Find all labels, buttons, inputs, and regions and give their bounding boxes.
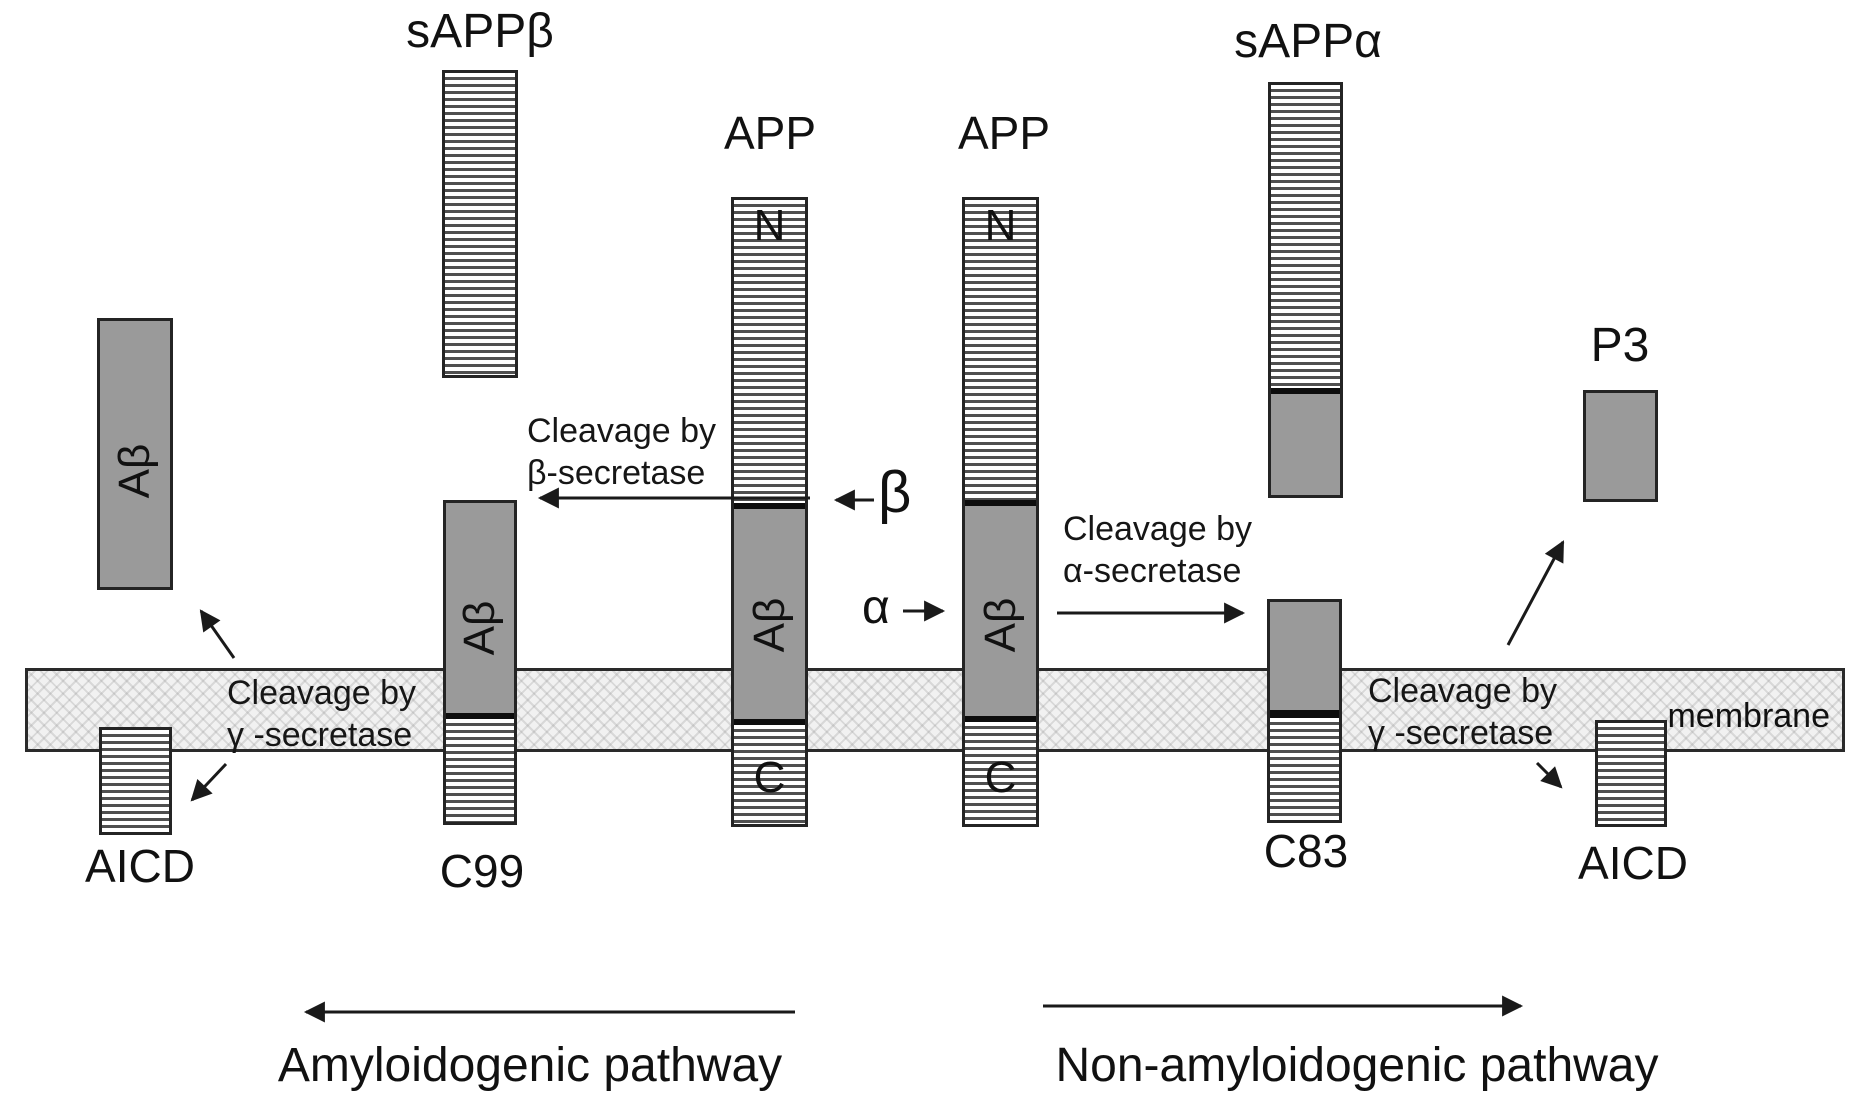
c99-striped-segment xyxy=(446,719,514,822)
abeta-free-bar: Aβ xyxy=(97,318,173,590)
aicd-left-bar xyxy=(99,727,172,835)
app-right-c-segment xyxy=(965,722,1036,824)
app-left-gamma-site-line xyxy=(734,719,805,725)
membrane-label: membrane xyxy=(1667,697,1830,735)
beta-cleavage-line2: β-secretase xyxy=(527,454,706,492)
membrane-band: membrane xyxy=(25,668,1845,752)
aicd-left-striped-segment xyxy=(102,730,169,832)
app-right-abeta-segment xyxy=(965,506,1036,716)
aicd-right-bar xyxy=(1595,720,1667,827)
gamma-cleavage-right-annotation: Cleavage by γ -secretase xyxy=(1368,670,1557,754)
gamma-left-line1: Cleavage by xyxy=(227,674,417,712)
c83-striped-segment xyxy=(1270,718,1339,820)
sappa-label: sAPPα xyxy=(1234,15,1382,68)
p3-label: P3 xyxy=(1590,319,1650,372)
alpha-cleavage-line2: α-secretase xyxy=(1063,552,1242,590)
sappb-label: sAPPβ xyxy=(406,5,554,58)
gamma-right-line2: γ -secretase xyxy=(1368,714,1554,752)
alpha-site-label: α xyxy=(862,581,890,634)
aicd-left-label: AICD xyxy=(85,840,195,892)
gamma-to-p3-arrow xyxy=(1506,540,1565,646)
app-right-c-label: C xyxy=(984,753,1017,802)
app-left-bar: N Aβ C xyxy=(731,197,808,827)
app-right-beta-site-line xyxy=(965,500,1036,506)
app-left-beta-site-line xyxy=(734,503,805,509)
gamma-right-line1: Cleavage by xyxy=(1368,672,1558,710)
c83-bar xyxy=(1267,599,1342,823)
app-left-n-segment xyxy=(734,200,805,503)
sappa-striped-segment xyxy=(1271,85,1340,388)
app-left-label: APP xyxy=(723,107,817,159)
c83-gamma-site-line xyxy=(1270,710,1339,718)
beta-site-label: β xyxy=(878,460,912,525)
app-left-n-label: N xyxy=(753,201,786,250)
app-left-c-label: C xyxy=(753,753,786,802)
c83-gray-segment xyxy=(1270,602,1339,710)
sappb-bar xyxy=(442,70,518,378)
c99-abeta-segment xyxy=(446,503,514,713)
beta-cleavage-line1: Cleavage by xyxy=(527,412,717,450)
app-right-label: APP xyxy=(957,107,1051,159)
gamma-to-abeta-arrow xyxy=(199,609,236,659)
beta-cleavage-annotation: Cleavage by β-secretase xyxy=(527,410,716,494)
c99-bar: Aβ xyxy=(443,500,517,825)
sappa-gray-segment xyxy=(1271,394,1340,495)
app-right-n-label: N xyxy=(984,201,1017,250)
app-left-c-segment xyxy=(734,725,805,824)
app-right-gamma-site-line xyxy=(965,716,1036,722)
aicd-right-label: AICD xyxy=(1578,837,1688,889)
gamma-to-aicd-left-arrow xyxy=(190,762,228,802)
amyloidogenic-pathway-label: Amyloidogenic pathway xyxy=(277,1039,783,1092)
aicd-right-striped-segment xyxy=(1598,723,1664,824)
gamma-to-aicd-right-arrow xyxy=(1535,761,1563,789)
p3-gray-segment xyxy=(1586,393,1655,499)
c99-label: C99 xyxy=(439,845,525,897)
gamma-left-line2: γ -secretase xyxy=(227,716,413,754)
alpha-cleavage-annotation: Cleavage by α-secretase xyxy=(1063,508,1252,592)
non-amyloidogenic-pathway-label: Non-amyloidogenic pathway xyxy=(1055,1039,1659,1092)
app-right-n-segment xyxy=(965,200,1036,500)
app-left-abeta-segment xyxy=(734,509,805,719)
p3-bar xyxy=(1583,390,1658,502)
c83-label: C83 xyxy=(1263,825,1349,877)
app-right-bar: N Aβ C xyxy=(962,197,1039,827)
sappa-junction-line xyxy=(1271,388,1340,394)
sappa-bar xyxy=(1268,82,1343,498)
gamma-cleavage-left-annotation: Cleavage by γ -secretase xyxy=(227,672,416,756)
sappb-striped-segment xyxy=(445,73,515,375)
abeta-free-gray-segment xyxy=(100,321,170,587)
alpha-cleavage-line1: Cleavage by xyxy=(1063,510,1253,548)
c99-gamma-site-line xyxy=(446,713,514,719)
